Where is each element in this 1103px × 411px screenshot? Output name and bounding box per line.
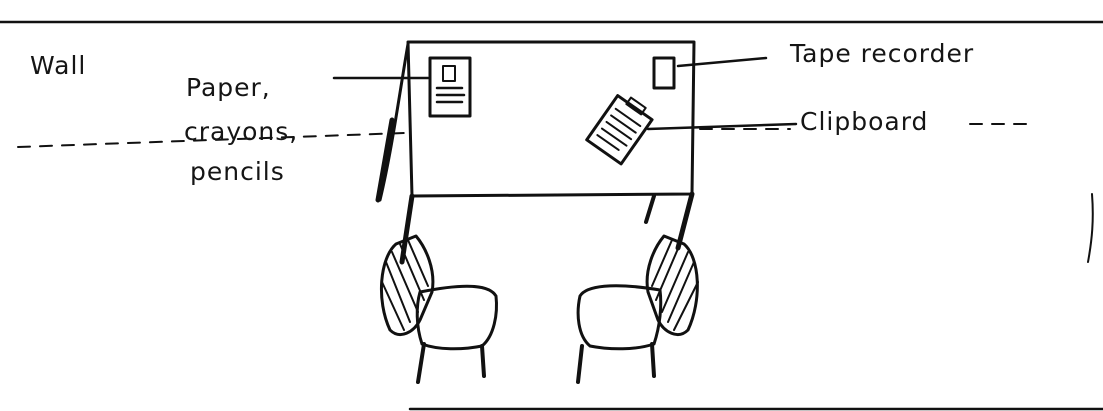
wall-label: Wall (30, 51, 86, 80)
clipboard-label: Clipboard (800, 107, 928, 136)
tape-recorder-label: Tape recorder (789, 39, 974, 68)
dashed-reference-line (17, 123, 1031, 148)
right-edge-mark (1087, 193, 1094, 263)
tape-recorder-icon (652, 56, 676, 90)
crayons-label: crayons, (184, 117, 298, 146)
clipboard-icon (585, 94, 654, 166)
table (375, 40, 696, 265)
paper-icon (428, 56, 472, 118)
right-chair (576, 234, 699, 384)
clipboard-pointer-line (646, 122, 798, 131)
paper-label: Paper, (186, 73, 271, 102)
left-chair (379, 234, 498, 384)
pencils-label: pencils (190, 157, 285, 186)
tape-recorder-pointer-line (676, 56, 768, 68)
